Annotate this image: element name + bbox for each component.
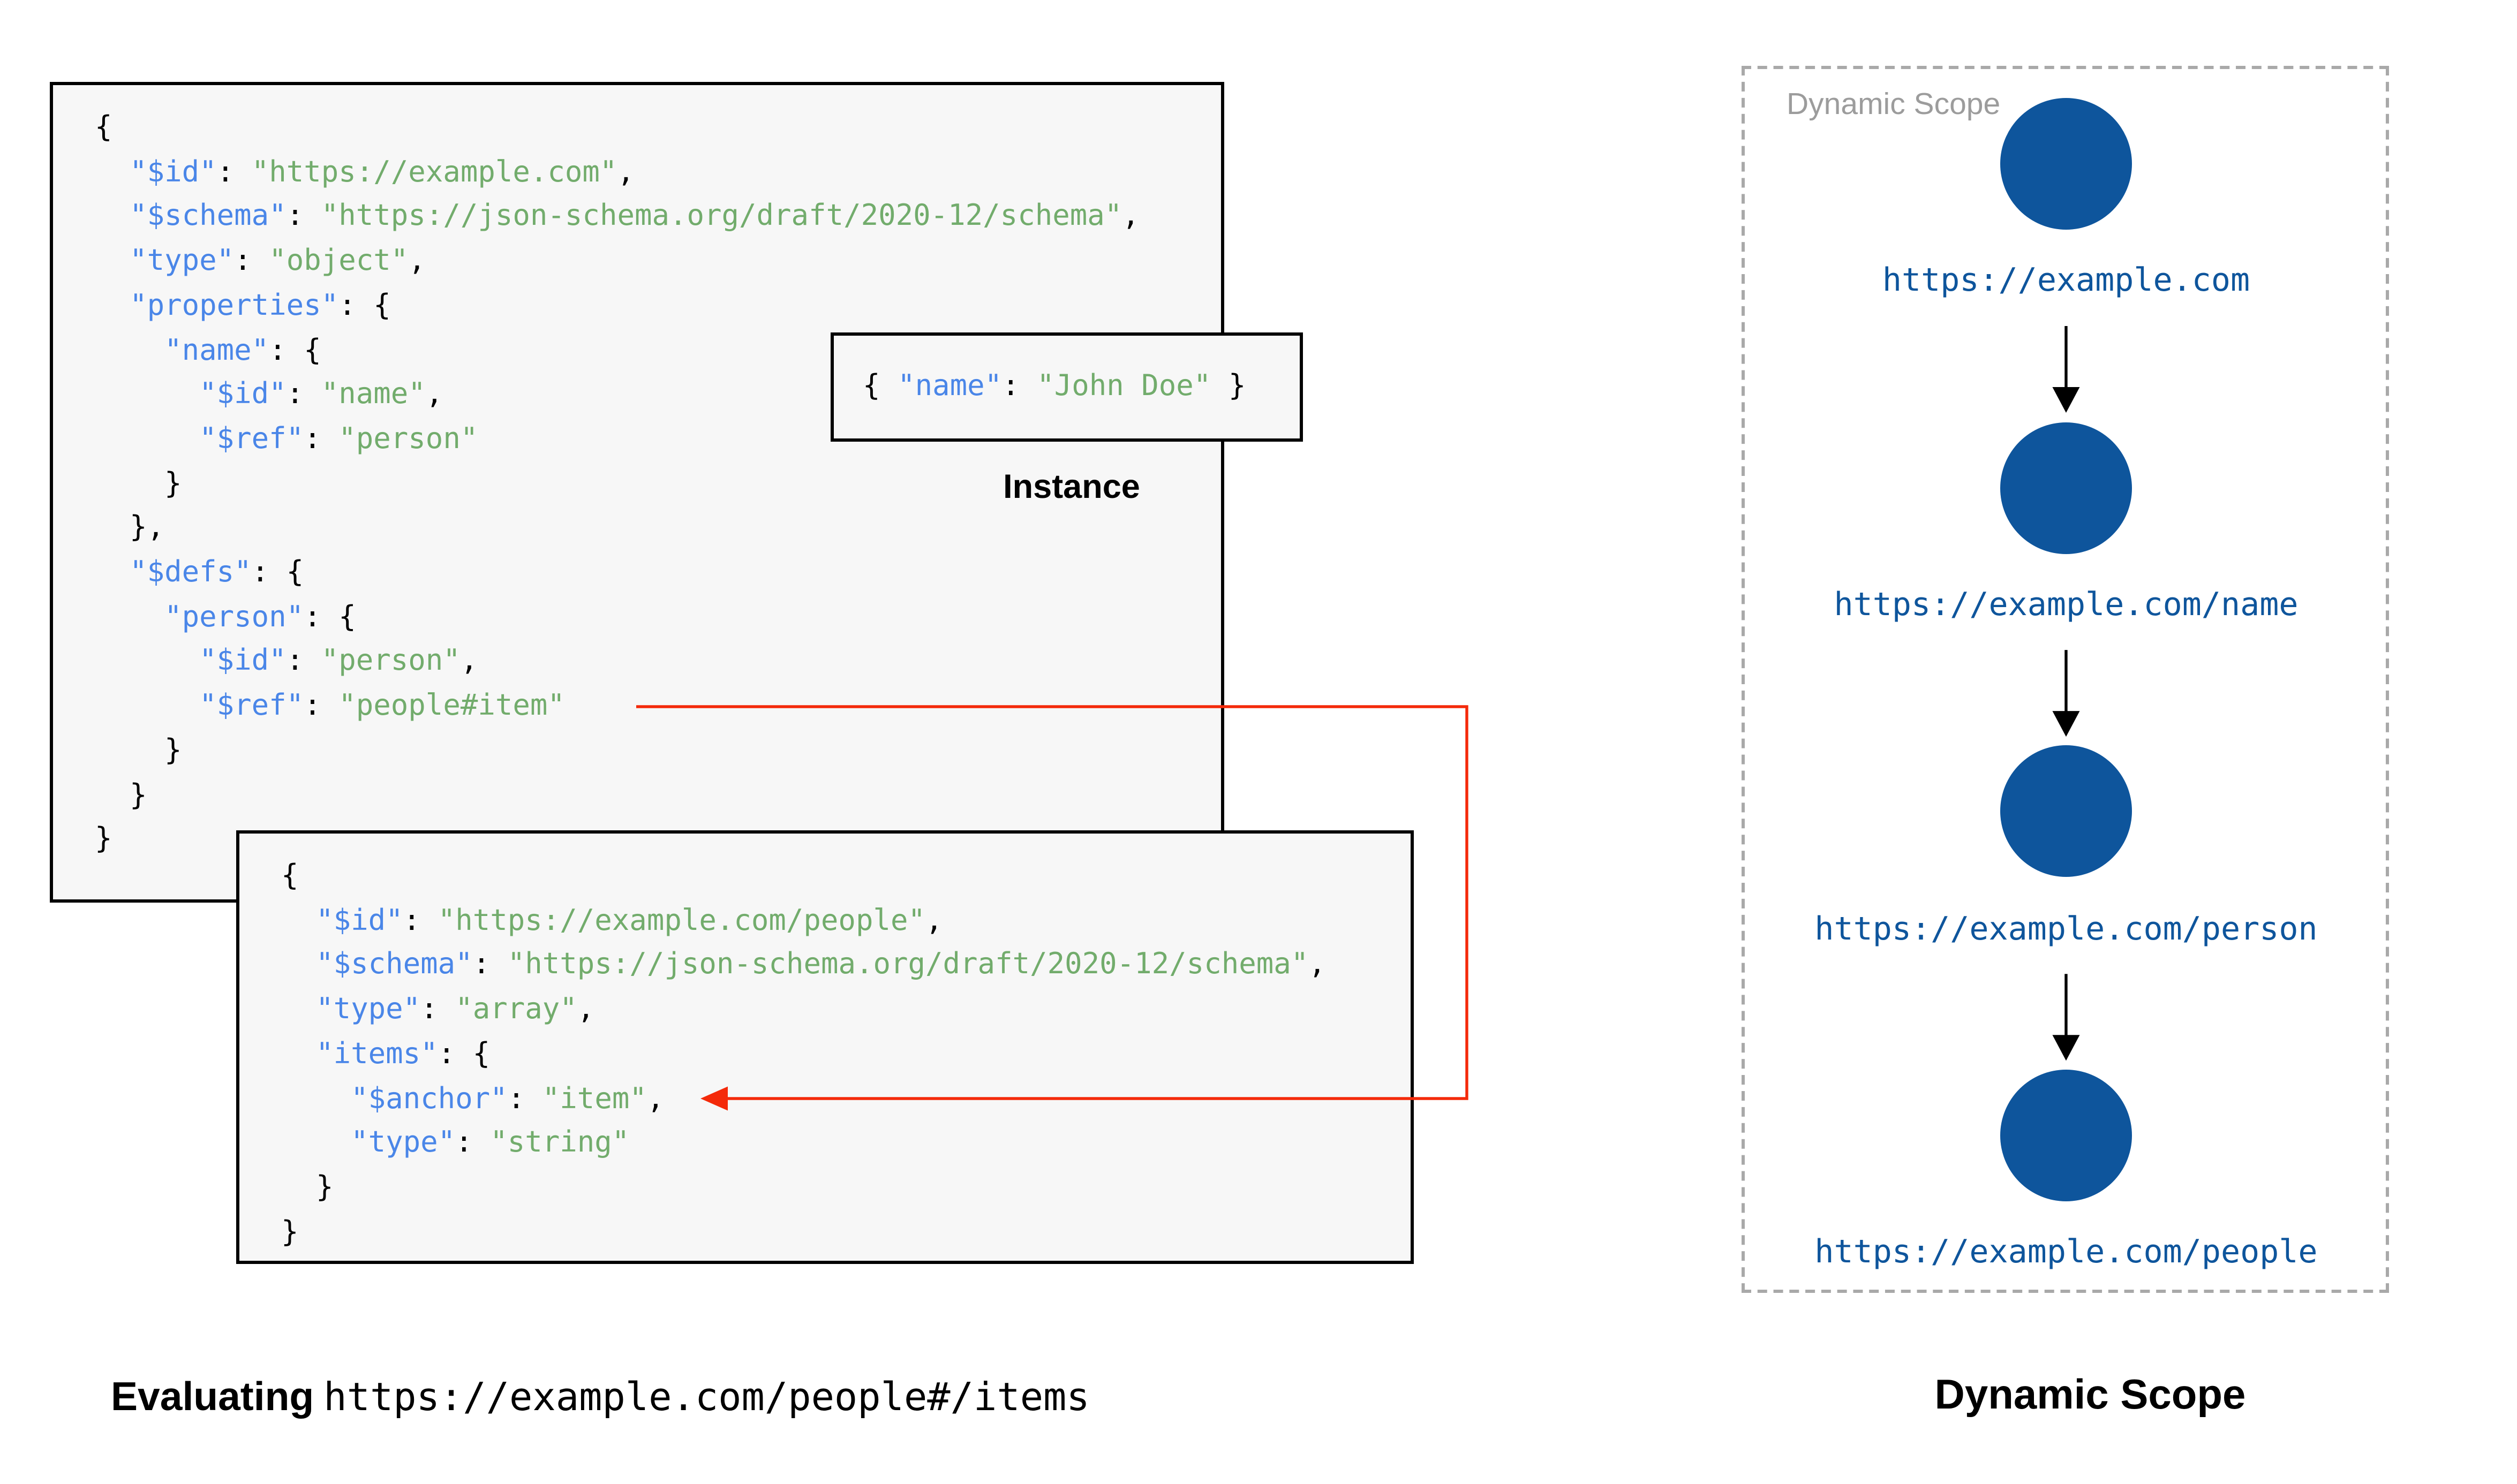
scope-node-circle xyxy=(2000,1070,2132,1202)
instance-code: { "name": "John Doe" } xyxy=(863,369,1246,404)
people-schema-box: { "$id": "https://example.com/people", "… xyxy=(236,830,1414,1264)
evaluating-label: Evaluating xyxy=(111,1375,314,1420)
dynamic-scope-caption: Dynamic Scope xyxy=(1934,1370,2246,1418)
evaluating-uri: https://example.com/people#/items xyxy=(323,1375,1090,1420)
people-schema-code: { "$id": "https://example.com/people", "… xyxy=(281,859,1326,1249)
scope-node-circle xyxy=(2000,98,2132,230)
scope-node-label: https://example.com/name xyxy=(1834,585,2299,623)
scope-node-label: https://example.com xyxy=(1882,260,2250,299)
root-schema-code: { "$id": "https://example.com", "$schema… xyxy=(95,111,1140,857)
instance-label: Instance xyxy=(1003,469,1140,506)
scope-node-circle xyxy=(2000,422,2132,554)
scope-node-label: https://example.com/people xyxy=(1814,1232,2318,1271)
scope-node-label: https://example.com/person xyxy=(1814,908,2318,948)
instance-box: { "name": "John Doe" } xyxy=(831,332,1303,442)
dynamic-scope-frame-label: Dynamic Scope xyxy=(1787,88,2001,122)
scope-node-circle xyxy=(2000,746,2132,878)
